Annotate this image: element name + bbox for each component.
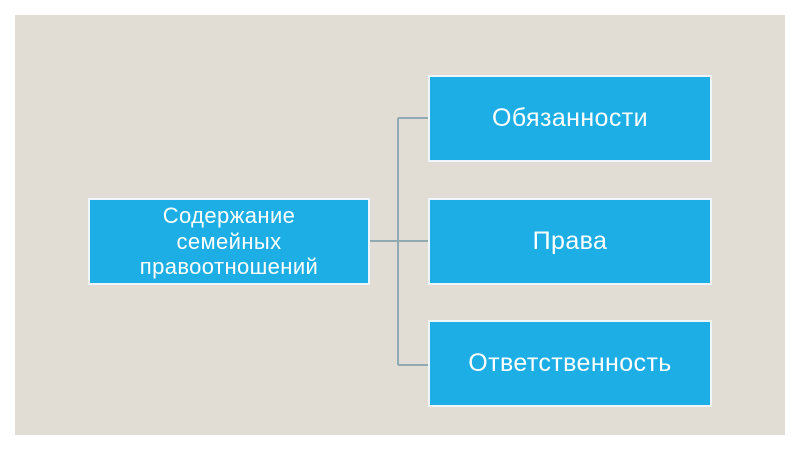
diagram-root-node[interactable]: Содержание семейных правоотношений [88,198,370,285]
diagram-node-responsibility[interactable]: Ответственность [428,320,712,407]
slide-canvas: Содержание семейных правоотношений Обяза… [15,15,785,435]
diagram-node-rights-label: Права [532,226,608,255]
diagram-node-duties-label: Обязанности [492,103,648,132]
diagram-node-responsibility-label: Ответственность [468,348,672,377]
diagram-node-duties[interactable]: Обязанности [428,75,712,162]
diagram-root-label: Содержание семейных правоотношений [139,202,319,280]
diagram-node-rights[interactable]: Права [428,198,712,285]
